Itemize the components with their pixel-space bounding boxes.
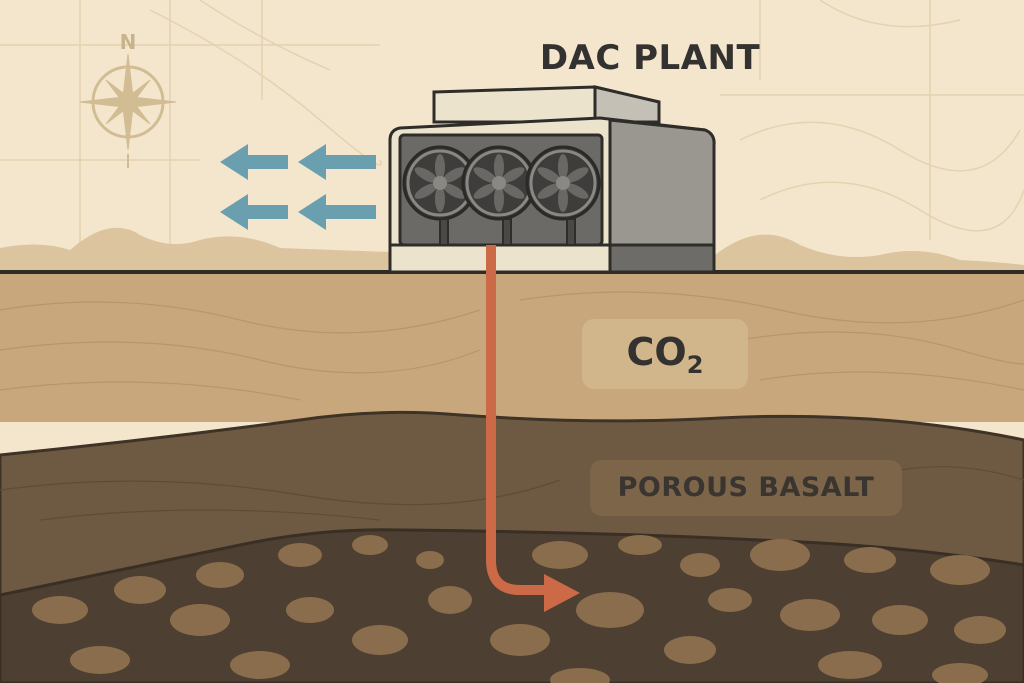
injection-pipe bbox=[486, 245, 548, 595]
co2-label-box bbox=[582, 319, 748, 389]
fan-icon bbox=[461, 145, 537, 221]
fan-icon bbox=[525, 145, 601, 221]
dac-plant bbox=[388, 85, 716, 274]
co2-label-main: CO bbox=[626, 330, 687, 374]
compass-north-label: N bbox=[119, 30, 137, 54]
arrow-left-icon bbox=[220, 194, 288, 230]
co2-label: CO2 bbox=[582, 330, 748, 379]
map-grid bbox=[0, 0, 1024, 272]
background-hills bbox=[0, 227, 390, 272]
porous-basalt-label: POROUS BASALT bbox=[617, 472, 875, 503]
basalt-rocks bbox=[32, 535, 1006, 683]
diagram-title: DAC PLANT bbox=[539, 38, 761, 78]
arrow-left-icon bbox=[298, 144, 376, 180]
airflow-arrows bbox=[220, 144, 376, 230]
soil-contours bbox=[0, 291, 1024, 401]
arrow-left-icon bbox=[298, 194, 376, 230]
co2-label-subscript: 2 bbox=[686, 351, 704, 379]
arrow-left-icon bbox=[220, 144, 288, 180]
soil-layer bbox=[0, 272, 1024, 422]
basalt-label-box bbox=[590, 460, 902, 516]
injection-arrow-icon bbox=[544, 574, 580, 612]
background-hills bbox=[715, 234, 1024, 272]
compass-rose-icon bbox=[79, 53, 177, 168]
